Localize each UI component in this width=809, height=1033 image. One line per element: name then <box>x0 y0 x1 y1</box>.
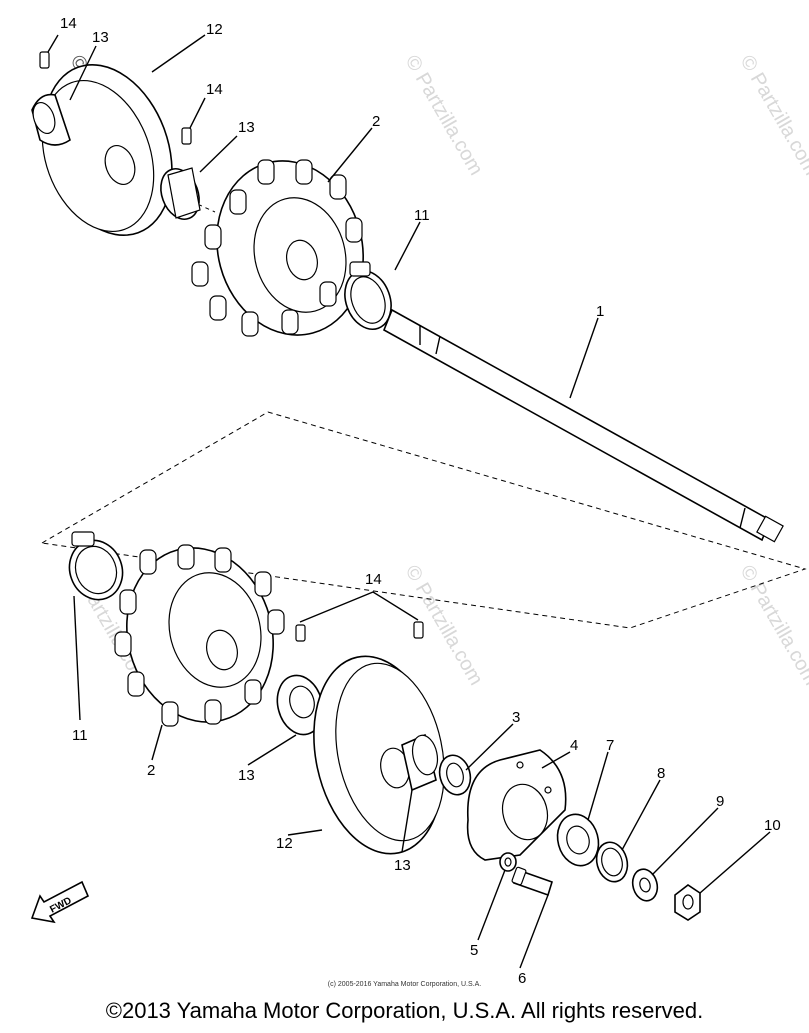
label-6: 6 <box>518 970 526 987</box>
label-10: 10 <box>764 817 781 834</box>
label-7: 7 <box>606 737 614 754</box>
part-2-sprocket-bottom <box>114 544 285 727</box>
label-12-a: 12 <box>206 21 223 38</box>
watermark-topcenter: © Partzilla.com <box>401 52 487 180</box>
label-12-b: 12 <box>276 835 293 852</box>
watermark-topright: © Partzilla.com <box>736 52 809 180</box>
label-14-a: 14 <box>60 15 77 32</box>
watermark-midright: © Partzilla.com <box>736 562 809 690</box>
label-5: 5 <box>470 942 478 959</box>
part-9-washer <box>631 868 659 902</box>
part-5-washer <box>499 852 517 872</box>
part-2-sprocket-top <box>191 159 364 337</box>
label-1: 1 <box>596 303 604 320</box>
small-copyright-text: (c) 2005-2016 Yamaha Motor Corporation, … <box>327 981 482 988</box>
part-6-bolt <box>511 866 553 897</box>
label-4: 4 <box>570 737 578 754</box>
label-13-d: 13 <box>394 857 411 874</box>
label-11-a: 11 <box>414 207 430 224</box>
part-11-clamp-bottom <box>68 531 124 601</box>
part-8-snap-ring <box>595 841 629 883</box>
part-13-collar-top <box>160 167 201 220</box>
fwd-arrow-icon: FWD <box>30 880 90 924</box>
label-2-a: 2 <box>372 113 380 130</box>
label-13-b: 13 <box>238 119 255 136</box>
label-14-c: 14 <box>365 571 382 588</box>
part-12-wheel-bottom <box>313 655 445 855</box>
part-12-wheel-top <box>31 63 173 237</box>
part-4-bearing-housing <box>466 749 567 861</box>
label-8: 8 <box>657 765 665 782</box>
part-13-collar-bottom-right <box>401 733 439 792</box>
label-13-a: 13 <box>92 29 109 46</box>
label-2-b: 2 <box>147 762 155 779</box>
label-11-b: 11 <box>72 727 88 744</box>
part-labels: 14 13 12 14 13 2 11 1 14 11 2 13 12 13 3… <box>60 15 781 987</box>
part-10-nut <box>674 884 701 921</box>
part-14-screws-bottom <box>295 591 424 642</box>
footer-copyright-text: ©2013 Yamaha Motor Corporation, U.S.A. A… <box>105 998 704 1023</box>
part-14-screws-top <box>39 51 192 145</box>
part-1-shaft <box>382 308 784 543</box>
part-7-bearing <box>556 813 600 867</box>
leader-lines <box>47 34 771 969</box>
part-3-seal <box>438 754 472 796</box>
label-9: 9 <box>716 793 724 810</box>
label-13-c: 13 <box>238 767 255 784</box>
label-14-b: 14 <box>206 81 223 98</box>
part-11-clamp-top <box>344 261 392 330</box>
label-3: 3 <box>512 709 520 726</box>
part-13-collar-bottom-left <box>276 674 324 736</box>
